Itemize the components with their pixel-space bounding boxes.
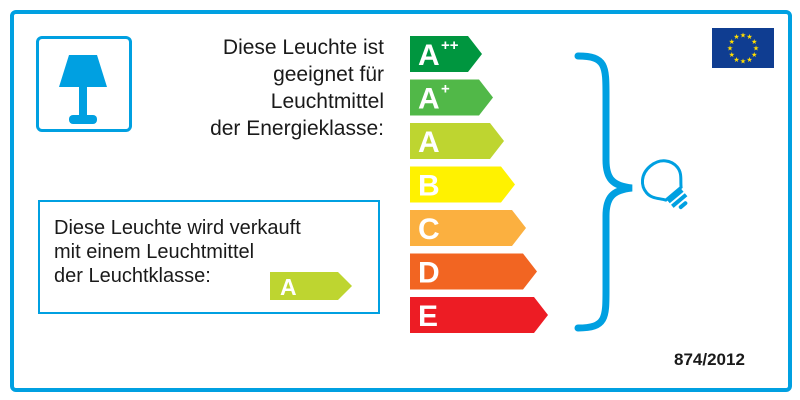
- energy-class-letter: C: [418, 213, 440, 246]
- energy-class-arrow: A+: [410, 79, 493, 116]
- eligible-line: Diese Leuchte ist: [222, 36, 384, 59]
- energy-class-superscript: ++: [441, 37, 459, 54]
- energy-class-arrow: C: [410, 210, 526, 246]
- eu-star-icon: ★: [740, 58, 746, 66]
- eu-stars-icon: ★★★★★★★★★★★★: [727, 32, 759, 66]
- label-frame: [10, 10, 792, 392]
- eu-flag-icon: ★★★★★★★★★★★★: [712, 28, 774, 68]
- eu-star-icon: ★: [727, 45, 733, 53]
- eligible-line: Leuchtmittel: [270, 90, 384, 113]
- eu-star-icon: ★: [729, 38, 735, 46]
- eu-star-icon: ★: [751, 38, 757, 46]
- energy-class-letter: B: [418, 170, 440, 203]
- eu-star-icon: ★: [746, 33, 752, 41]
- energy-class-arrow: A: [410, 123, 504, 159]
- eligible-line: geeignet für: [273, 63, 384, 86]
- sold-class-letter: A: [280, 274, 297, 300]
- eu-star-icon: ★: [753, 45, 759, 53]
- lamp-icon-box: [36, 36, 132, 132]
- regulation-number: 874/2012: [674, 350, 745, 369]
- energy-class-arrow: B: [410, 166, 515, 203]
- sold-line: Diese Leuchte wird verkauft: [54, 217, 301, 239]
- sold-class-arrow: A: [270, 272, 352, 300]
- eu-star-icon: ★: [740, 32, 746, 40]
- sold-with-box: [38, 200, 380, 314]
- light-bulb-icon: [641, 159, 688, 210]
- eu-star-icon: ★: [729, 51, 735, 59]
- sold-line: der Leuchtklasse:: [54, 265, 211, 287]
- energy-class-letter: E: [418, 300, 438, 333]
- energy-class-letter: D: [418, 257, 440, 290]
- energy-class-letter: A: [418, 126, 440, 159]
- lamp-icon: [59, 55, 107, 124]
- sold-with-text: Diese Leuchte wird verkauft mit einem Le…: [54, 216, 374, 288]
- eligible-line: der Energieklasse:: [210, 117, 384, 140]
- energy-class-arrow: A++: [410, 36, 482, 72]
- eligible-classes-text: Diese Leuchte ist geeignet für Leuchtmit…: [170, 34, 384, 142]
- sold-line: mit einem Leuchtmittel: [54, 241, 255, 263]
- energy-class-letter: A: [418, 83, 440, 116]
- energy-class-superscript: +: [441, 81, 450, 98]
- eu-star-icon: ★: [746, 56, 752, 64]
- eu-star-icon: ★: [751, 51, 757, 59]
- bracket-icon: [574, 52, 633, 332]
- energy-class-arrow: E: [410, 297, 548, 333]
- energy-class-arrow: D: [410, 253, 537, 290]
- energy-class-letter: A: [418, 39, 440, 72]
- eu-star-icon: ★: [733, 33, 739, 41]
- eu-star-icon: ★: [733, 56, 739, 64]
